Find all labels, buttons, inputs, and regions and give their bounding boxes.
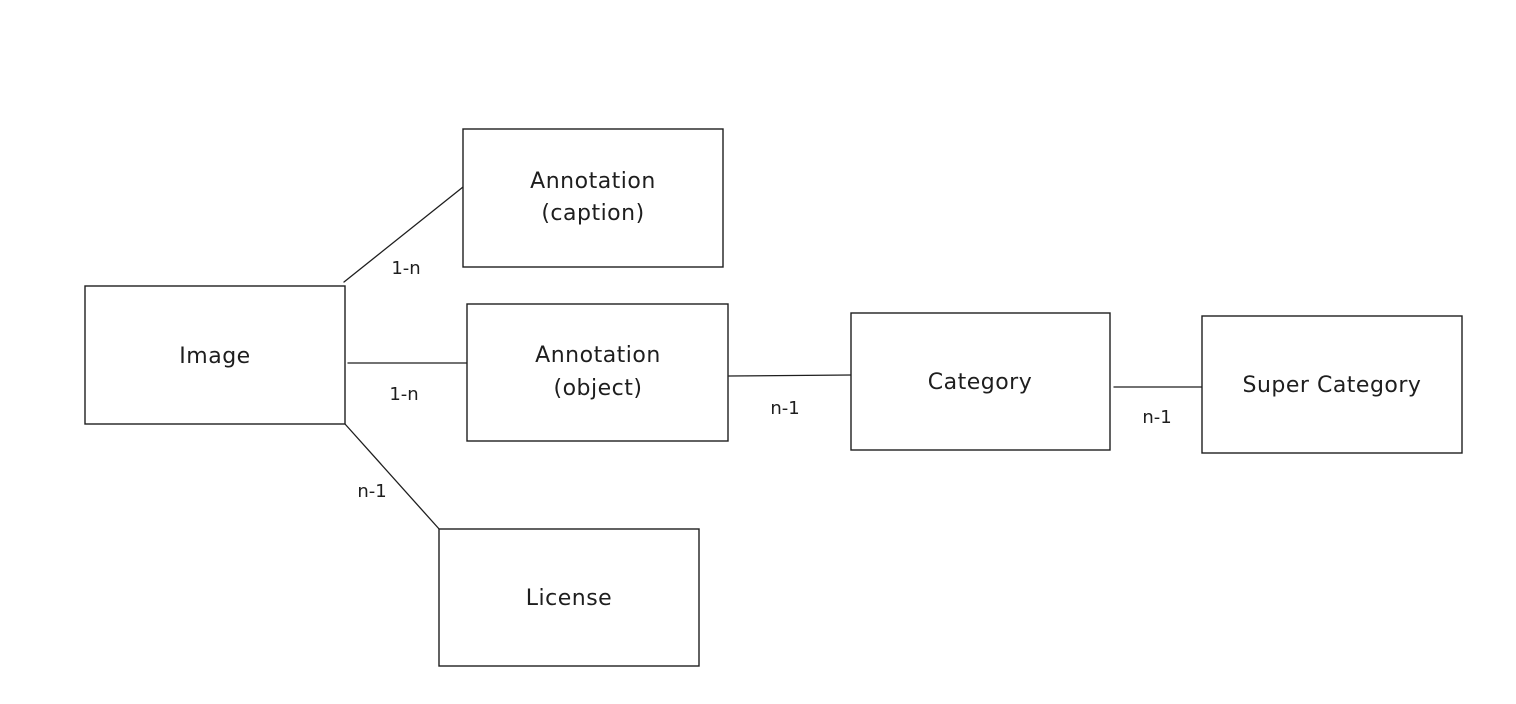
node-annotation-caption-label-1: Annotation	[530, 169, 656, 194]
edge-image-license	[344, 423, 441, 531]
node-super-category[interactable]: Super Category	[1201, 315, 1463, 454]
edge-label-category-super: n-1	[1142, 407, 1171, 428]
edge-label-image-object: 1-n	[389, 384, 418, 405]
node-annotation-object-label-1: Annotation	[535, 343, 661, 368]
node-image-label: Image	[179, 344, 250, 369]
edge-object-category	[728, 374, 852, 377]
node-license[interactable]: License	[438, 528, 700, 667]
node-annotation-object[interactable]: Annotation (object)	[466, 303, 729, 442]
edge-label-image-caption: 1-n	[391, 258, 420, 279]
edge-image-caption	[343, 186, 464, 283]
node-annotation-caption[interactable]: Annotation (caption)	[462, 128, 724, 268]
node-license-label: License	[526, 586, 612, 611]
edge-label-object-category: n-1	[770, 398, 799, 419]
node-category-label: Category	[928, 370, 1033, 395]
node-annotation-caption-label-2: (caption)	[541, 201, 644, 226]
node-super-category-label: Super Category	[1243, 373, 1422, 398]
node-category[interactable]: Category	[850, 312, 1111, 451]
node-image[interactable]: Image	[84, 285, 346, 425]
node-annotation-object-label-2: (object)	[554, 376, 643, 401]
edge-label-image-license: n-1	[357, 481, 386, 502]
